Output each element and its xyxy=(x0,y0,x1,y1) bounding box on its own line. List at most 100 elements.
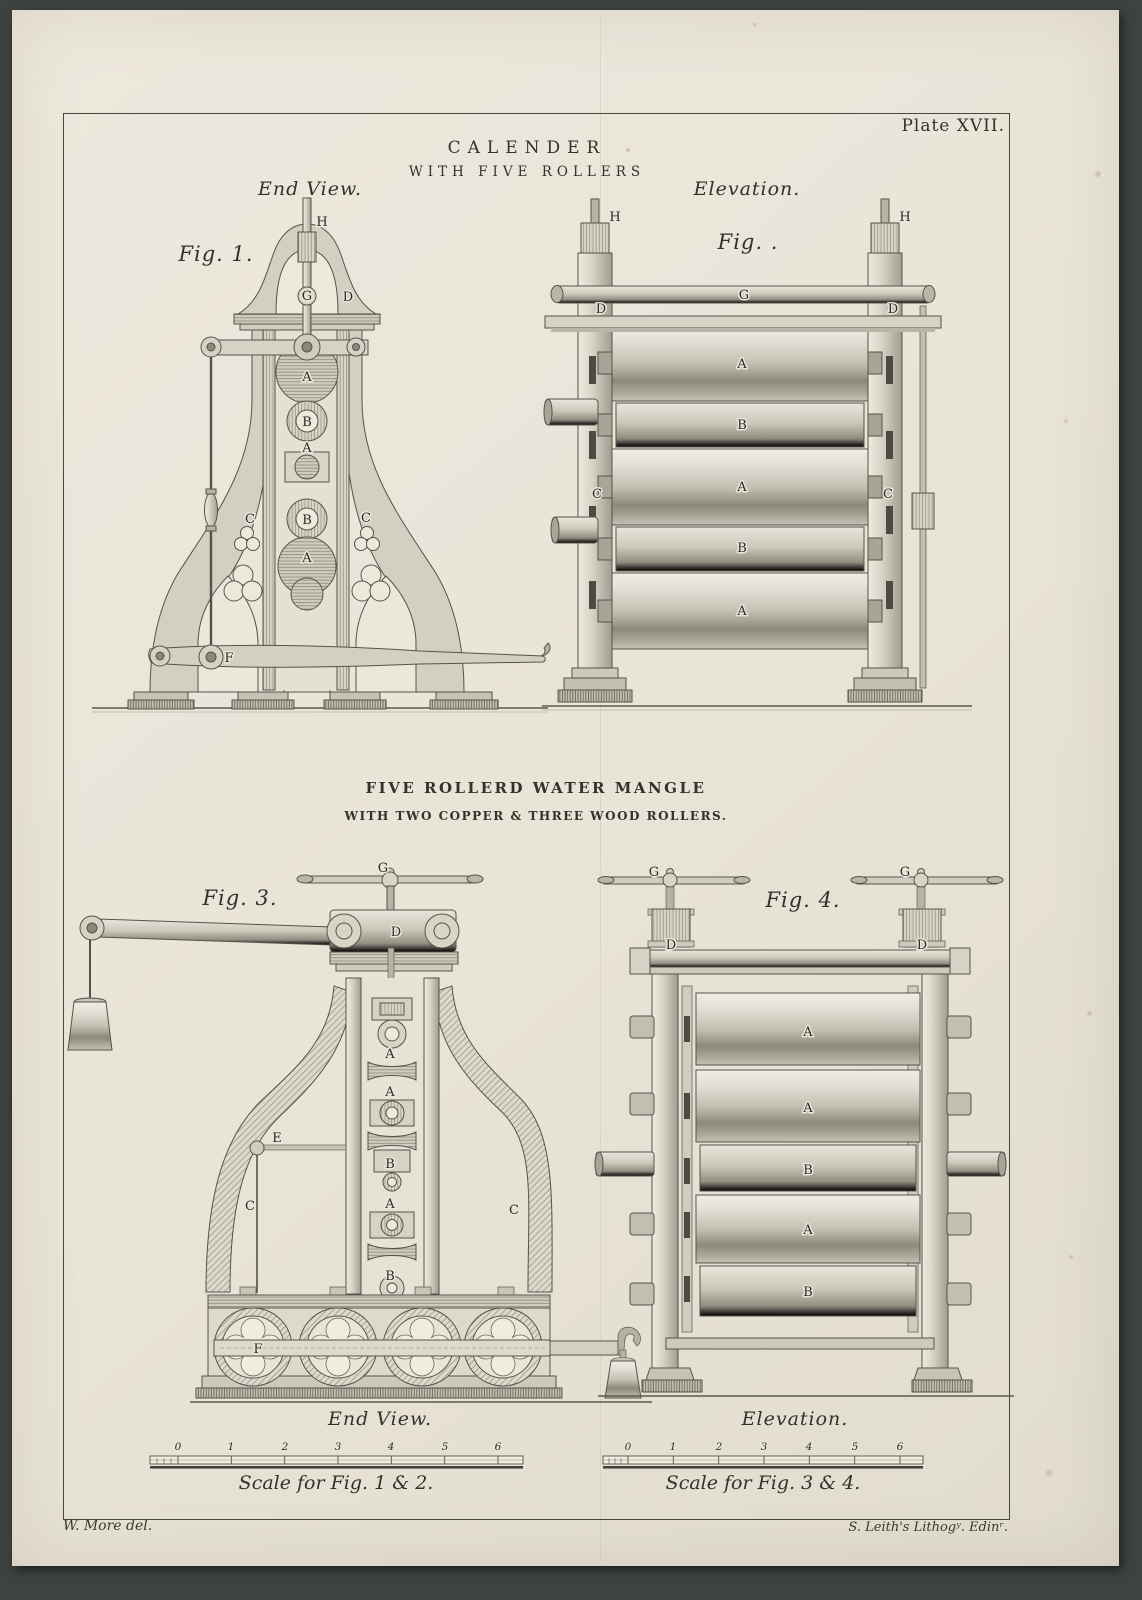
scale-right-tick: 1 xyxy=(670,1441,677,1453)
fig3-roller-label: B xyxy=(385,1157,395,1172)
fig3-caption: End View. xyxy=(327,1408,433,1430)
fig3-label-D: D xyxy=(391,925,401,940)
fig1-screw-and-crossbar xyxy=(200,261,369,650)
scale-right-tick: 6 xyxy=(897,1441,904,1453)
fig3-weight-takeoff xyxy=(549,1326,642,1399)
fig4-roller-label: A xyxy=(802,1025,813,1040)
fig2-caption: Elevation. xyxy=(693,178,801,200)
fig3-label-G: G xyxy=(378,861,388,876)
fig1-label-F: F xyxy=(224,651,233,666)
fig1-part-labels: H G D A B A B A C C F xyxy=(223,214,373,668)
fig4-label-G-right: G xyxy=(900,865,910,880)
plate-border xyxy=(63,113,1010,1520)
fig1-roller-label: B xyxy=(302,513,312,528)
scale-left-caption: Scale for Fig. 1 & 2. xyxy=(238,1472,434,1494)
fig1-feet xyxy=(127,691,499,710)
scale-left-tick: 2 xyxy=(281,1441,289,1453)
scale-left-tick: 5 xyxy=(442,1441,449,1453)
fig3-label: Fig. 3. xyxy=(202,886,278,910)
fig4-screws xyxy=(597,868,1004,948)
fig4-roller-label: B xyxy=(803,1163,813,1178)
fig2-roller-label: B xyxy=(737,418,747,433)
fig1-lever xyxy=(148,642,551,670)
fig2-part-labels: H H G D D A B A B A C C xyxy=(591,209,913,621)
fig2-label-D-left: D xyxy=(596,302,606,317)
fig3-screw-head xyxy=(296,867,484,1003)
fig4-roller-label: A xyxy=(802,1101,813,1116)
fig2-label-D-right: D xyxy=(888,302,898,317)
fig1-trefoil-cutouts xyxy=(223,526,391,602)
fig3-label-F: F xyxy=(253,1342,262,1357)
fig2-roller-label: B xyxy=(737,541,747,556)
fig1-label-G: G xyxy=(302,289,312,304)
fig1-drawing: H G D A B A B A C C F xyxy=(92,197,551,713)
fig3-roller-label: A xyxy=(384,1197,395,1212)
fig1-roller-label: B xyxy=(302,415,312,430)
fig2-label-H-right: H xyxy=(899,210,910,225)
fig2-drawing: H H G D D A B A B A C C xyxy=(542,198,972,711)
credit-lithographer: S. Leith's Lithogʸ. Edinʳ. xyxy=(848,1520,1008,1535)
fig1-label-H: H xyxy=(316,215,327,230)
fig2-rollers xyxy=(597,324,883,650)
scale-left-tick: 4 xyxy=(387,1441,395,1453)
fig4-label: Fig. 4. xyxy=(765,888,841,912)
fig3-label-C-right: C xyxy=(509,1203,519,1218)
scale-right-tick: 4 xyxy=(805,1441,813,1453)
plate-subtitle: WITH FIVE ROLLERS xyxy=(408,164,646,180)
fig4-part-labels: G G D D A A B A B xyxy=(647,864,928,1302)
fig1-label-D: D xyxy=(343,290,353,305)
scale-right-bar: 0 1 2 3 4 5 6 xyxy=(602,1440,924,1469)
scale-right-tick: 3 xyxy=(761,1441,768,1453)
fig3-roller-label: A xyxy=(384,1085,395,1100)
fig1-caption: End View. xyxy=(257,178,363,200)
plate-number: Plate XVII. xyxy=(901,116,1005,136)
fig3-roller-column xyxy=(367,997,417,1301)
scale-left-tick: 3 xyxy=(335,1441,342,1453)
fig4-caption: Elevation. xyxy=(741,1408,849,1430)
fig4-roller-label: A xyxy=(802,1223,813,1238)
fig3-label-C-left: C xyxy=(245,1199,255,1214)
mangle-subtitle: WITH TWO COPPER & THREE WOOD ROLLERS. xyxy=(344,809,728,823)
plate-title: CALENDER xyxy=(447,138,607,158)
credit-delineator: W. More del. xyxy=(63,1518,153,1534)
fig3-base xyxy=(195,1286,563,1399)
fig2-ground xyxy=(542,705,972,711)
fig3-label-E: E xyxy=(272,1131,282,1146)
fig4-label-D-right: D xyxy=(917,938,927,953)
paper-crease xyxy=(600,14,601,1562)
fig3-roller-label: B xyxy=(385,1269,395,1284)
fig1-roller-label: A xyxy=(301,551,312,566)
scale-left-bar: 0 1 2 3 4 5 6 xyxy=(149,1440,524,1469)
fig2-top-bars xyxy=(544,285,942,332)
fig2-roller-label: A xyxy=(736,357,747,372)
fig4-label-D-left: D xyxy=(666,938,676,953)
fig3-lever-arm xyxy=(67,915,333,1051)
scale-right-caption: Scale for Fig. 3 & 4. xyxy=(665,1472,861,1494)
scale-left-tick: 0 xyxy=(175,1441,182,1453)
fig4-drawing: G G D D A A B A B xyxy=(594,864,1014,1397)
scale-right-tick: 2 xyxy=(715,1441,723,1453)
fig1-label: Fig. 1. xyxy=(178,242,254,266)
scale-left-tick: 6 xyxy=(495,1441,502,1453)
scale-left-tick: 1 xyxy=(228,1441,235,1453)
fig2-feet xyxy=(557,667,923,703)
fig3-legs xyxy=(205,985,553,1293)
fig2-roller-label: A xyxy=(736,480,747,495)
fig4-label-G-left: G xyxy=(649,865,659,880)
scale-right-tick: 0 xyxy=(625,1441,632,1453)
fig1-roller-stack xyxy=(275,340,339,611)
fig3-e-rod xyxy=(249,1140,347,1293)
fig4-posts xyxy=(651,973,949,1383)
fig2-label: Fig. . xyxy=(717,230,779,254)
fig2-label-C-right: C xyxy=(883,487,893,502)
mangle-title: FIVE ROLLERD WATER MANGLE xyxy=(365,779,707,797)
fig2-stubs xyxy=(543,398,599,544)
fig2-label-G: G xyxy=(739,288,749,303)
fig2-label-H-left: H xyxy=(609,210,620,225)
fig3-roller-label: A xyxy=(384,1047,395,1062)
fig4-stubs xyxy=(594,1015,1007,1306)
fig2-label-C-left: C xyxy=(592,487,602,502)
fig2-roller-label: A xyxy=(736,604,747,619)
fig4-rollers xyxy=(695,992,921,1317)
